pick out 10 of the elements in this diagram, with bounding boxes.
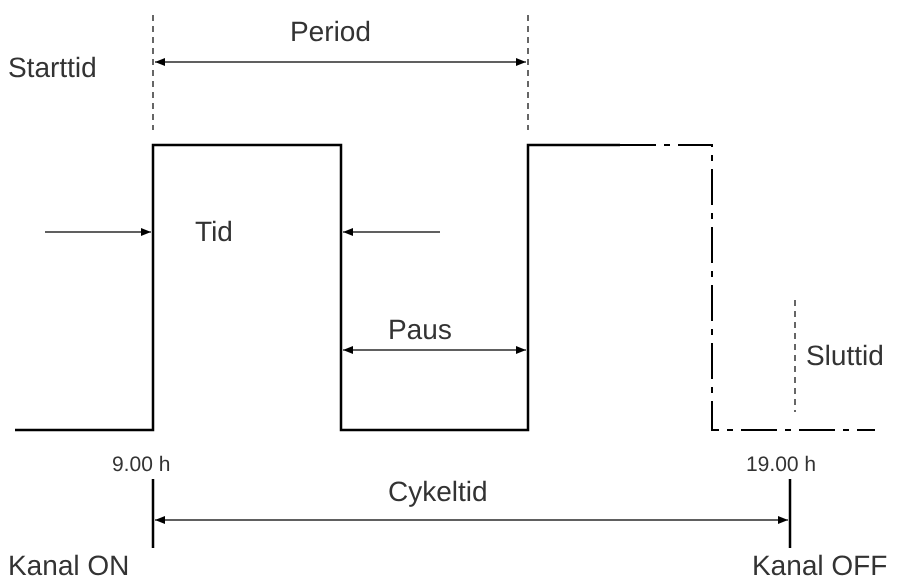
start-time-label: Starttid [8, 54, 97, 82]
time-label: 9.00 h [112, 454, 170, 475]
dimension-label: Cykeltid [388, 478, 488, 506]
channel-state-label: Kanal OFF [752, 552, 888, 580]
end-time-label: Sluttid [806, 342, 884, 370]
channel-state-label: Kanal ON [8, 552, 130, 580]
dimension-label: Tid [195, 218, 233, 246]
time-label: 19.00 h [746, 454, 816, 475]
dimension-label: Period [290, 18, 371, 46]
dimension-label: Paus [388, 316, 452, 344]
